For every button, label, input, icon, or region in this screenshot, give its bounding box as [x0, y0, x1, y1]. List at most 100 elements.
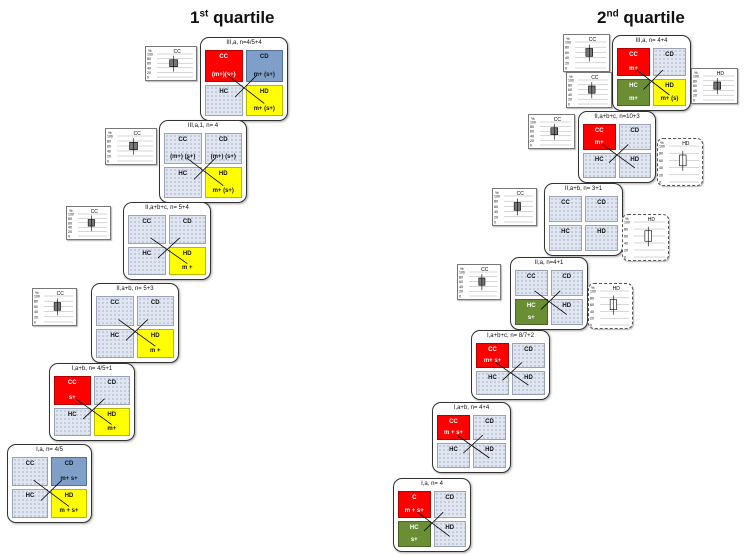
hd-cell: HD m+ (s+) — [245, 84, 283, 116]
cd-note: (m+) (s+) — [210, 154, 236, 160]
cd-label: CD — [665, 52, 674, 58]
mini-chart-label: CC — [174, 49, 182, 55]
hd-cell: HD — [512, 370, 545, 395]
percent-label: % — [660, 140, 664, 145]
panel-title: I,a+b+c, n= 8/7+2 — [486, 333, 535, 339]
hd-note: m + s+ — [59, 508, 79, 514]
cd-label: CD — [107, 380, 117, 386]
cc-label: CC — [449, 419, 458, 425]
y-tick-label: 0 — [624, 256, 626, 260]
y-tick-label: 100 — [565, 41, 571, 45]
y-tick-label: 20 — [107, 155, 111, 159]
y-tick-label: 20 — [459, 290, 463, 294]
hd-note: m+ (s+) — [253, 106, 275, 112]
hc-label: HC — [219, 88, 229, 95]
cd-cell: CD — [136, 296, 174, 326]
y-tick-label: 40 — [659, 166, 663, 170]
y-tick-label: 100 — [459, 271, 465, 275]
mini-chart-label: HD — [682, 141, 690, 147]
cd-cell: CD — [473, 415, 506, 440]
cc-note: s+ — [68, 394, 76, 401]
cc-label: CC — [488, 347, 497, 353]
mini-chart-label: CC — [591, 75, 599, 81]
y-tick-label: 40 — [568, 93, 572, 97]
cc-label: CC — [25, 461, 35, 467]
hc-cell: HC — [476, 370, 509, 395]
percent-label: % — [69, 208, 73, 213]
percent-label: % — [460, 266, 464, 271]
y-tick-label: 60 — [624, 235, 628, 239]
y-tick-label: 80 — [459, 275, 463, 279]
y-tick-label: 20 — [494, 215, 498, 219]
hc-note: s+ — [527, 315, 535, 321]
y-tick-label: 40 — [147, 66, 151, 70]
y-tick-label: 20 — [590, 317, 594, 321]
y-tick-label: 20 — [565, 61, 569, 65]
cc-note: (m+)(s+) — [211, 71, 236, 78]
hc-label: HC — [67, 411, 77, 418]
percent-label: % — [694, 70, 698, 75]
cd-label: CD — [64, 461, 74, 467]
y-tick-label: 0 — [693, 99, 695, 103]
cc-label: CC — [142, 219, 152, 225]
y-tick-label: 80 — [624, 228, 628, 232]
y-tick-label: 0 — [659, 181, 661, 185]
cd-cell: CD — [618, 124, 651, 150]
panel-title: I,a, n= 4/5 — [36, 447, 63, 453]
y-tick-label: 80 — [68, 217, 72, 221]
cd-cell: CD — [168, 215, 206, 244]
y-tick-label: 0 — [459, 295, 461, 299]
mini-chart-label: CC — [57, 291, 65, 297]
panel-title: II,a, n=4+1 — [534, 260, 564, 266]
cd-label: CD — [182, 219, 192, 225]
y-tick-label: 40 — [530, 134, 534, 138]
hd-label: HD — [182, 250, 192, 257]
hc-cell: HC — [12, 489, 48, 518]
y-tick-label: 60 — [34, 305, 38, 309]
y-tick-label: 40 — [494, 210, 498, 214]
hd-cell: HD m + — [168, 246, 206, 275]
hc-label: HC — [409, 524, 419, 531]
hd-cell: HD — [550, 299, 583, 325]
panel-title: II,a+b+c, n= 5+4 — [145, 205, 189, 211]
hd-label: HD — [259, 88, 269, 95]
panel-title: I,a, n= 4 — [421, 481, 443, 487]
cc-cell: CC — [549, 196, 582, 222]
y-tick-label: 80 — [530, 125, 534, 129]
y-tick-label: 0 — [568, 103, 570, 107]
panel-title: III,a, n= 4+4 — [635, 38, 668, 44]
hd-note: m + — [181, 265, 193, 271]
y-tick-label: 0 — [494, 221, 496, 225]
y-tick-label: 80 — [568, 83, 572, 87]
cc-cell: CC — [12, 457, 48, 486]
hc-label: HC — [561, 229, 570, 235]
hc-label: HC — [25, 493, 35, 499]
y-tick-label: 60 — [590, 303, 594, 307]
hd-note: m + — [149, 348, 161, 354]
y-tick-label: 40 — [34, 310, 38, 314]
y-tick-label: 100 — [693, 75, 699, 79]
hc-cell: HC — [437, 443, 470, 468]
percent-label: % — [148, 48, 152, 53]
y-tick-label: 100 — [494, 195, 500, 199]
mini-chart-label: CC — [134, 131, 142, 137]
